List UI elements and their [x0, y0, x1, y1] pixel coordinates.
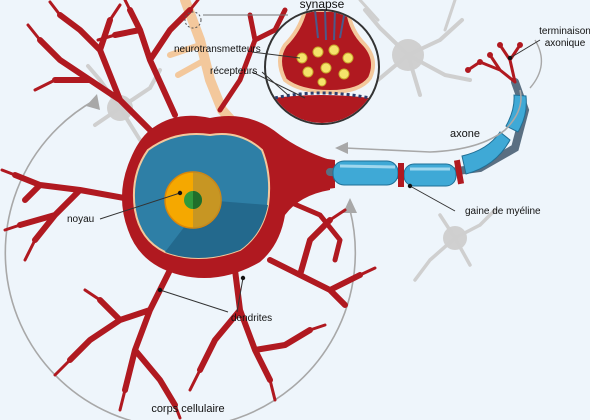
- ghost-neuron-top-right: [358, 0, 472, 97]
- label-neurotransmitters: neurotransmetteurs: [174, 44, 261, 55]
- ghost-neuron-bottom-right: [413, 208, 497, 282]
- label-cell-body: corps cellulaire: [151, 403, 224, 415]
- dendrites-tree: [0, 0, 377, 420]
- label-dendrites: dendrites: [231, 313, 272, 324]
- label-axon-terminal-1: terminaison: [539, 26, 590, 37]
- label-axon-terminal-2: axonique: [545, 38, 586, 49]
- label-myelin-sheath: gaine de myéline: [465, 206, 541, 217]
- leader-lines: [99, 39, 541, 313]
- cell-body: [121, 115, 330, 279]
- cell-body-arrow: [4, 94, 357, 420]
- axon: [320, 78, 530, 190]
- label-synapse: synapse: [300, 0, 345, 11]
- label-axon: axone: [450, 128, 480, 140]
- label-receptors: récepteurs: [210, 66, 257, 77]
- label-nucleus: noyau: [67, 214, 94, 225]
- vesicles: [296, 44, 354, 87]
- nucleus: [164, 171, 222, 229]
- leader-dots: [157, 55, 513, 293]
- axon-terminal: [465, 42, 523, 84]
- axon-direction-arrow: [335, 89, 522, 154]
- axon-terminal-arrow: [529, 39, 543, 89]
